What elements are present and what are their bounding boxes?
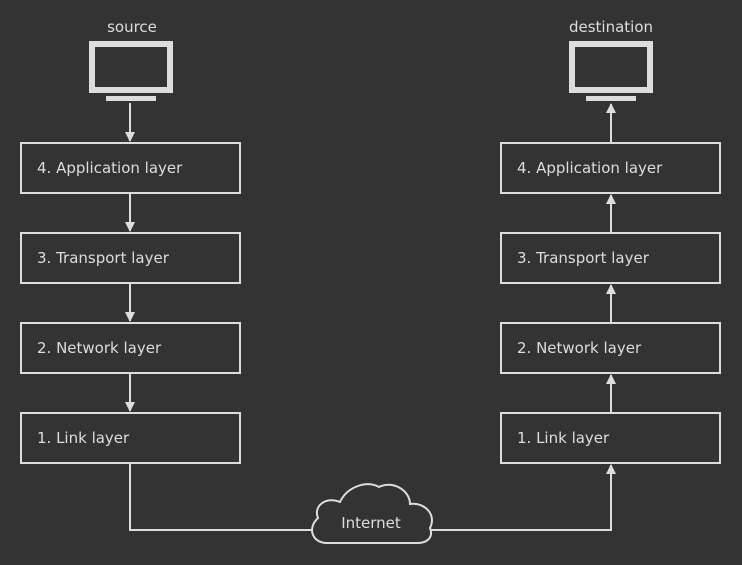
layer-label: 4. Application layer <box>37 159 183 177</box>
layer-label: 1. Link layer <box>37 429 130 447</box>
source-layer-transport: 3. Transport layer <box>20 232 241 284</box>
layer-label: 3. Transport layer <box>517 249 650 267</box>
source-connector-line <box>129 463 314 531</box>
destination-computer-icon <box>569 41 653 101</box>
layer-label: 2. Network layer <box>37 339 162 357</box>
destination-layer-link: 1. Link layer <box>500 412 721 464</box>
layer-label: 4. Application layer <box>517 159 663 177</box>
destination-layer-transport: 3. Transport layer <box>500 232 721 284</box>
layer-label: 1. Link layer <box>517 429 610 447</box>
source-label: source <box>107 18 157 36</box>
destination-label: destination <box>569 18 653 36</box>
destination-layer-network: 2. Network layer <box>500 322 721 374</box>
source-computer-icon <box>89 41 173 101</box>
source-layer-application: 4. Application layer <box>20 142 241 194</box>
layer-label: 2. Network layer <box>517 339 642 357</box>
internet-cloud-icon <box>311 483 433 544</box>
destination-connector-arrow-icon <box>428 464 616 531</box>
internet-connection <box>129 463 616 531</box>
internet-label: Internet <box>341 514 401 532</box>
destination-layer-application: 4. Application layer <box>500 142 721 194</box>
layer-label: 3. Transport layer <box>37 249 170 267</box>
source-layer-network: 2. Network layer <box>20 322 241 374</box>
source-layer-link: 1. Link layer <box>20 412 241 464</box>
